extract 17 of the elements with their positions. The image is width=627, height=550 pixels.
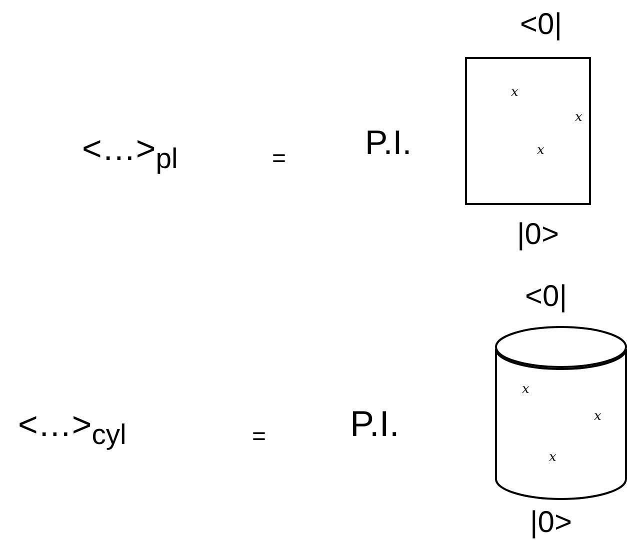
expectation-value: <…>$_{pl}$ bbox=[82, 132, 178, 174]
equals-sign: = bbox=[272, 147, 286, 171]
expectation-value: <…>$_{cyl}$ bbox=[18, 408, 126, 450]
ket-label: |0> bbox=[517, 220, 559, 250]
insertion-mark: x bbox=[537, 144, 544, 157]
insertion-mark: x bbox=[549, 451, 556, 464]
insertion-mark: x bbox=[594, 410, 602, 423]
equals-sign: = bbox=[252, 425, 266, 449]
bra-label: <0| bbox=[520, 10, 562, 40]
path-integral-symbol: P.I. bbox=[350, 406, 400, 442]
insertion-mark: x bbox=[575, 111, 582, 124]
ket-label: |0> bbox=[530, 508, 572, 538]
insertion-mark: x bbox=[511, 86, 518, 99]
insertion-mark: x bbox=[522, 383, 530, 396]
path-integral-symbol: P.I. bbox=[365, 126, 412, 160]
square-outline bbox=[465, 57, 591, 205]
bra-label: <0| bbox=[525, 282, 567, 312]
